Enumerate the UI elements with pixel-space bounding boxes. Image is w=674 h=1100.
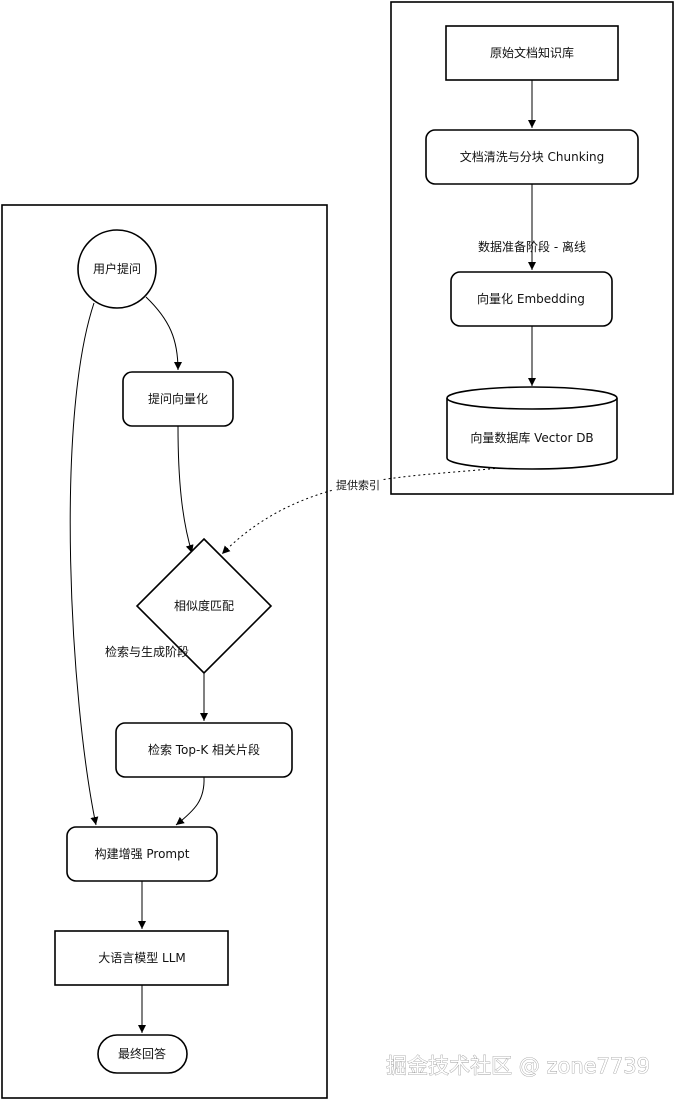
vector-db-node-label: 向量数据库 Vector DB [470, 430, 593, 445]
kb-node-label: 原始文档知识库 [490, 45, 574, 60]
offline-stage-frame [390, 1, 674, 495]
watermark: 掘金技术社区 @ zone7739 [386, 1054, 650, 1078]
qvec-node-label: 提问向量化 [148, 391, 208, 406]
chunk-node-label: 文档清洗与分块 Chunking [460, 149, 605, 164]
index-edge-label-bg [333, 478, 383, 493]
match-node [135, 537, 273, 675]
online-stage-label: 检索与生成阶段 [105, 644, 189, 659]
llm-node [54, 930, 229, 986]
llm-node-label: 大语言模型 LLM [98, 951, 186, 965]
edge-question-prompt [69, 302, 99, 826]
online-stage-frame [1, 204, 328, 1099]
embed-node [450, 271, 613, 327]
topk-node [115, 722, 293, 778]
offline-stage-label: 数据准备阶段 - 离线 [478, 239, 586, 254]
embed-node-label: 向量化 Embedding [477, 291, 585, 306]
topk-node-label: 检索 Top-K 相关片段 [148, 742, 260, 757]
match-node-label: 相似度匹配 [174, 598, 234, 613]
edge-topk-prompt [175, 776, 205, 826]
answer-node-label: 最终回答 [118, 1046, 166, 1061]
question-node-label: 用户提问 [93, 261, 141, 276]
chunk-node [425, 129, 639, 185]
edge-qvec-match [177, 425, 194, 554]
kb-node [445, 25, 619, 81]
prompt-node-label: 构建增强 Prompt [95, 846, 190, 861]
edge-question-qvec [145, 296, 182, 371]
prompt-node [66, 826, 218, 882]
question-node [77, 229, 157, 309]
vector-db-node [446, 386, 618, 470]
qvec-node [122, 371, 234, 427]
index-edge-label: 提供索引 [336, 478, 380, 492]
answer-node [97, 1034, 188, 1074]
